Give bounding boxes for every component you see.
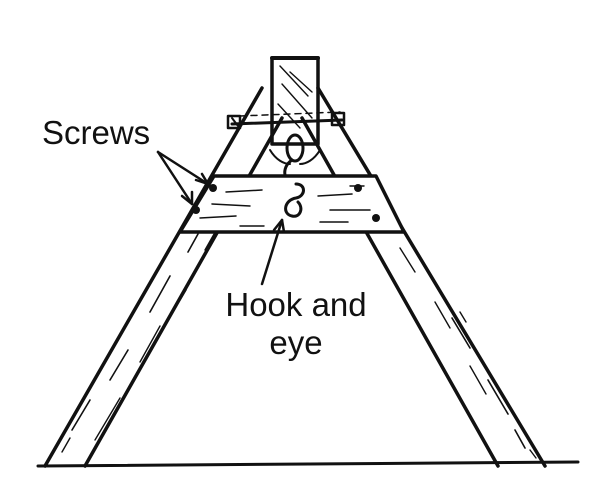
screws-label: Screws — [42, 114, 150, 152]
screw-2 — [192, 206, 200, 214]
screw-3 — [354, 184, 362, 192]
hook-and-eye-label: Hook and eye — [203, 286, 389, 362]
hook-label-line2: eye — [203, 324, 389, 362]
hook-label-line1: Hook and — [203, 286, 389, 324]
screw-4 — [372, 214, 380, 222]
right-leg — [302, 88, 545, 466]
screw-1 — [209, 184, 217, 192]
